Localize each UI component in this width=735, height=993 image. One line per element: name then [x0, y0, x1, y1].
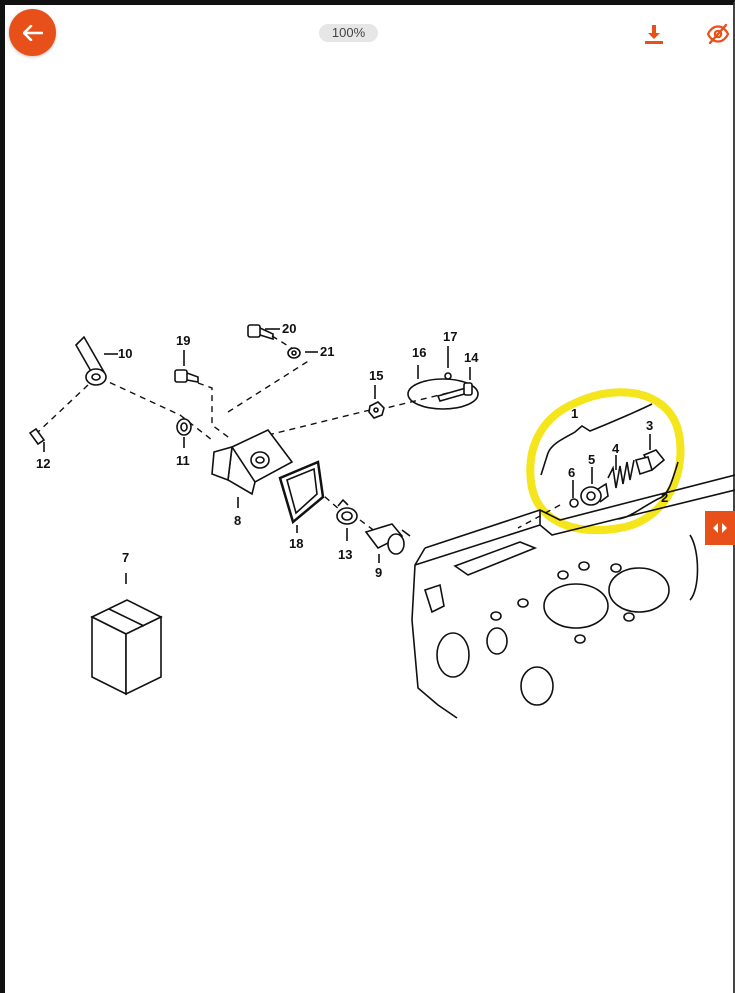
- part-18-gasket: [278, 460, 325, 525]
- part-3-plug: [635, 449, 666, 476]
- toggle-visibility-button[interactable]: [706, 22, 730, 46]
- part-15-nut: [368, 401, 385, 419]
- part-21-washer: [287, 347, 301, 359]
- engine-block: [411, 474, 735, 719]
- callout-9: 9: [375, 565, 382, 580]
- part-8-housing: [211, 428, 294, 496]
- back-button[interactable]: [9, 9, 56, 56]
- callout-14: 14: [464, 350, 479, 365]
- callout-18: 18: [289, 536, 303, 551]
- part-9-shaft: [364, 523, 411, 555]
- part-7-box: [90, 599, 163, 696]
- callout-10: 10: [118, 346, 132, 361]
- side-panel-toggle[interactable]: [705, 511, 735, 545]
- callout-19: 19: [176, 333, 190, 348]
- part-14-bolt: [436, 382, 473, 402]
- callout-6: 6: [568, 465, 575, 480]
- arrow-left-icon: [22, 24, 43, 41]
- callout-4: 4: [612, 441, 620, 456]
- part-17-pin: [444, 372, 452, 380]
- download-button[interactable]: [642, 22, 666, 46]
- callout-13: 13: [338, 547, 352, 562]
- callout-leader-ticks: [43, 328, 651, 584]
- callout-8: 8: [234, 513, 241, 528]
- part-16-ring: [407, 378, 479, 410]
- part-19-screw: [174, 369, 199, 383]
- part-10-lever: [75, 335, 107, 386]
- callout-2: 2: [661, 490, 668, 505]
- callout-1: 1: [571, 406, 578, 421]
- part-11-seal: [176, 418, 192, 436]
- callout-12: 12: [36, 456, 50, 471]
- callout-11: 11: [176, 453, 190, 468]
- highlight-circle: [526, 388, 685, 535]
- part-12-pin: [28, 427, 46, 446]
- callout-15: 15: [369, 368, 383, 383]
- callout-7: 7: [122, 550, 129, 565]
- part-20-bolt: [247, 324, 274, 341]
- zoom-level-indicator: 100%: [319, 24, 378, 42]
- callout-16: 16: [412, 345, 426, 360]
- callout-3: 3: [646, 418, 653, 433]
- part-13-clamp: [336, 498, 358, 525]
- eye-off-icon: [706, 23, 730, 45]
- callout-20: 20: [282, 321, 296, 336]
- part-4-spring: [607, 459, 635, 489]
- callout-21: 21: [320, 344, 334, 359]
- callout-17: 17: [443, 329, 457, 344]
- expand-horizontal-icon: [713, 523, 727, 533]
- download-icon: [645, 25, 663, 44]
- part-6-oring: [569, 498, 579, 508]
- part-5-valve: [580, 482, 609, 506]
- brace-1: [540, 403, 653, 476]
- callout-5: 5: [588, 452, 595, 467]
